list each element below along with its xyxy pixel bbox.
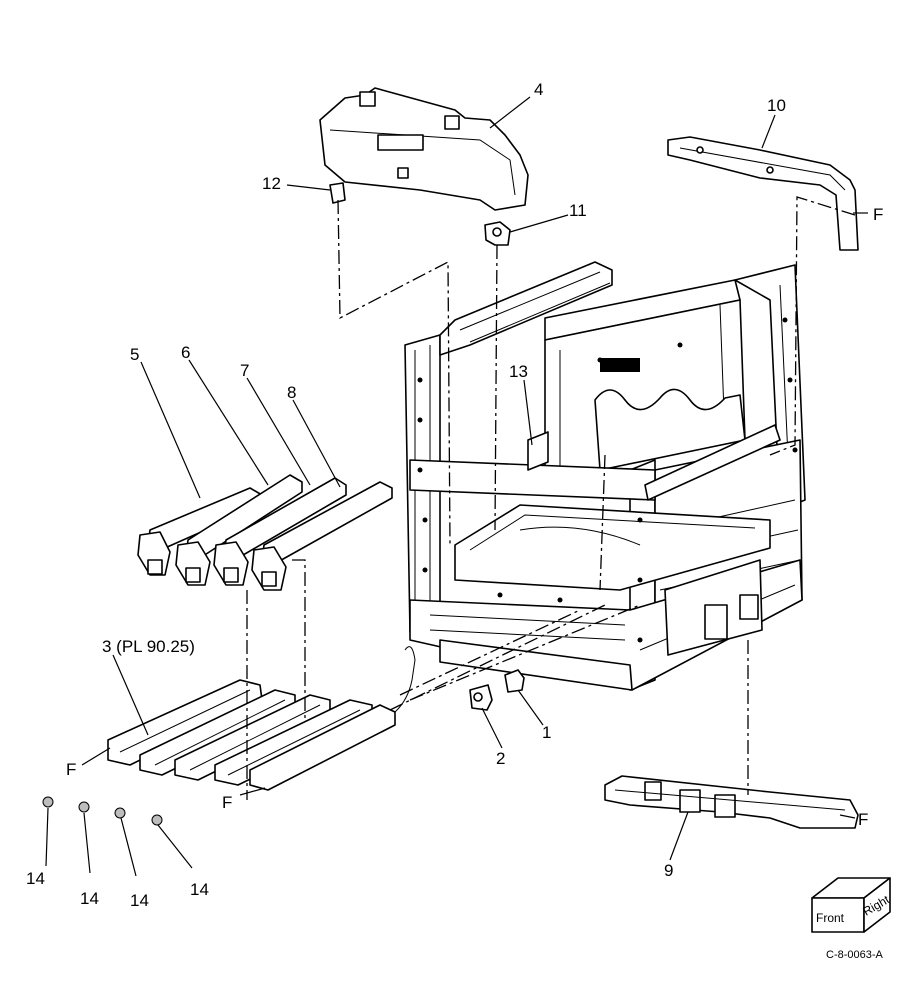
- part-1-sensor: [504, 669, 525, 693]
- callout-14-a: 14: [26, 869, 45, 888]
- leader-lines: [45, 96, 868, 877]
- callout-7: 7: [240, 361, 249, 380]
- main-frame: [404, 261, 806, 691]
- callout-10: 10: [767, 96, 786, 115]
- drum-6: [175, 474, 303, 586]
- orientation-cube: Front Right: [811, 877, 892, 933]
- callout-14-c: 14: [130, 891, 149, 910]
- callout-9: 9: [664, 861, 673, 880]
- callout-8: 8: [287, 383, 296, 402]
- callout-f-bottom: F: [222, 793, 232, 812]
- part-9-bottom-bracket: [604, 775, 859, 829]
- part-4-upper-cover: [319, 87, 529, 211]
- callout-f-left: F: [66, 760, 76, 779]
- part-10-right-rail: [667, 136, 859, 251]
- callout-14-b: 14: [80, 889, 99, 908]
- assembly-lines: [246, 196, 856, 800]
- callout-2: 2: [496, 749, 505, 768]
- callout-14-d: 14: [190, 880, 209, 899]
- drawing-id: C-8-0063-A: [826, 949, 884, 961]
- callout-3: 3 (PL 90.25): [102, 637, 195, 656]
- callout-12: 12: [262, 174, 281, 193]
- part-12-clip: [329, 182, 346, 204]
- callout-13: 13: [509, 362, 528, 381]
- callout-4: 4: [534, 80, 543, 99]
- callout-1: 1: [542, 723, 551, 742]
- callout-11: 11: [569, 201, 587, 220]
- part-11-bracket: [484, 221, 511, 246]
- callout-labels: 4 10 12 11 F 13 5 6 7 8 3 (PL 90.25) 1 2…: [26, 80, 883, 910]
- part-2-sensor: [469, 684, 493, 711]
- cube-front-label: Front: [816, 911, 845, 925]
- drum-cartridges-5-8: [137, 474, 393, 591]
- callout-f-bottom-right: F: [858, 810, 868, 829]
- part-14-nuts: [42, 796, 163, 826]
- part-3-developer-assembly: [107, 646, 416, 791]
- callout-6: 6: [181, 343, 190, 362]
- drum-8: [251, 481, 393, 591]
- callout-5: 5: [130, 345, 139, 364]
- callout-f-top-right: F: [873, 205, 883, 224]
